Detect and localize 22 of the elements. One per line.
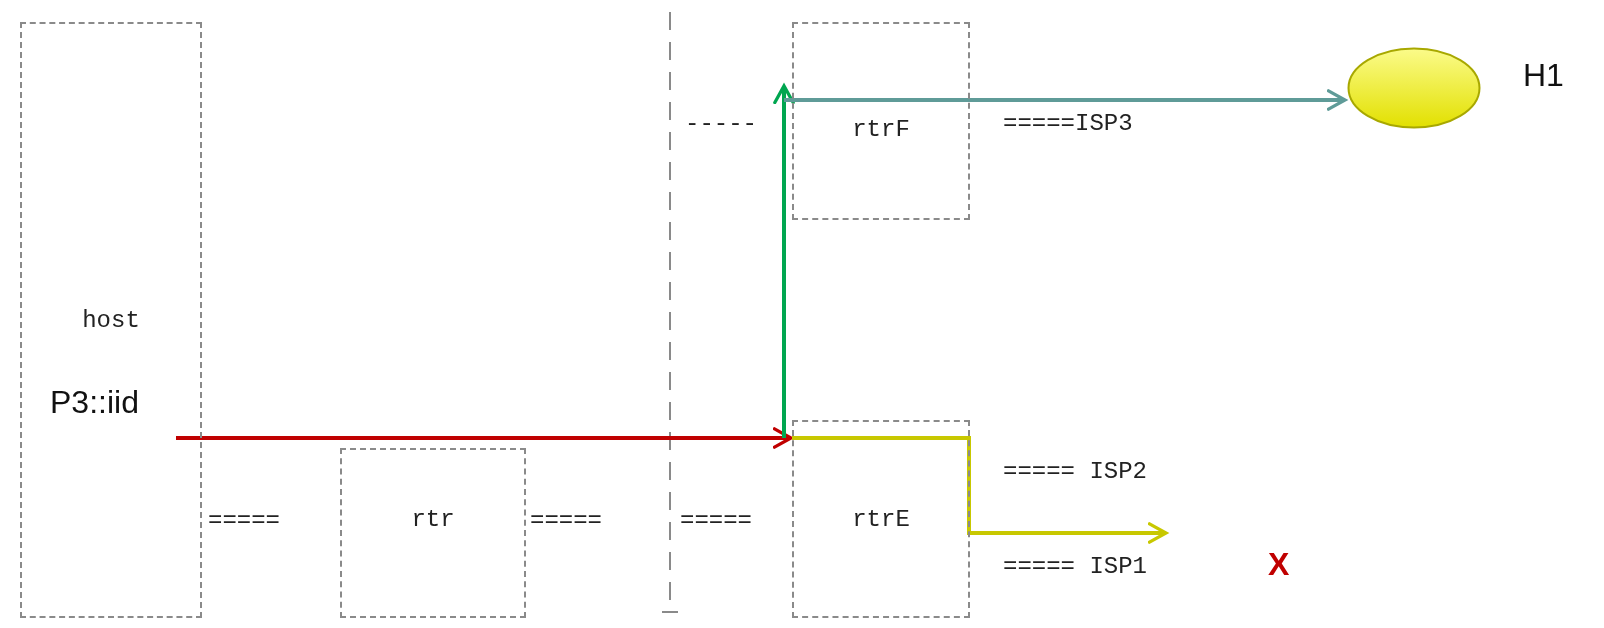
box-label: rtrF [852,115,910,143]
router-box [340,448,526,618]
link-symbol: ===== [530,506,602,534]
box-label: host [82,306,140,334]
failure-mark: X [1268,545,1290,583]
router-box [792,22,970,220]
host-ellipse [1347,47,1481,129]
host-name: H1 [1523,57,1564,94]
router-box [792,420,970,618]
link-label: ===== ISP2 [1003,457,1148,485]
arrow [792,436,1168,544]
link-symbol: ----- [685,109,757,137]
box-label: rtr [411,505,455,533]
link-symbol: ===== [680,506,752,534]
arrow [176,427,793,449]
interface-label: P3::iid [50,384,139,421]
box-label: rtrE [852,505,910,533]
host-box [20,22,202,618]
link-label: =====ISP3 [1003,109,1133,137]
arrow [773,84,795,438]
link-symbol: ===== [208,506,280,534]
link-label: ===== ISP1 [1003,552,1148,580]
